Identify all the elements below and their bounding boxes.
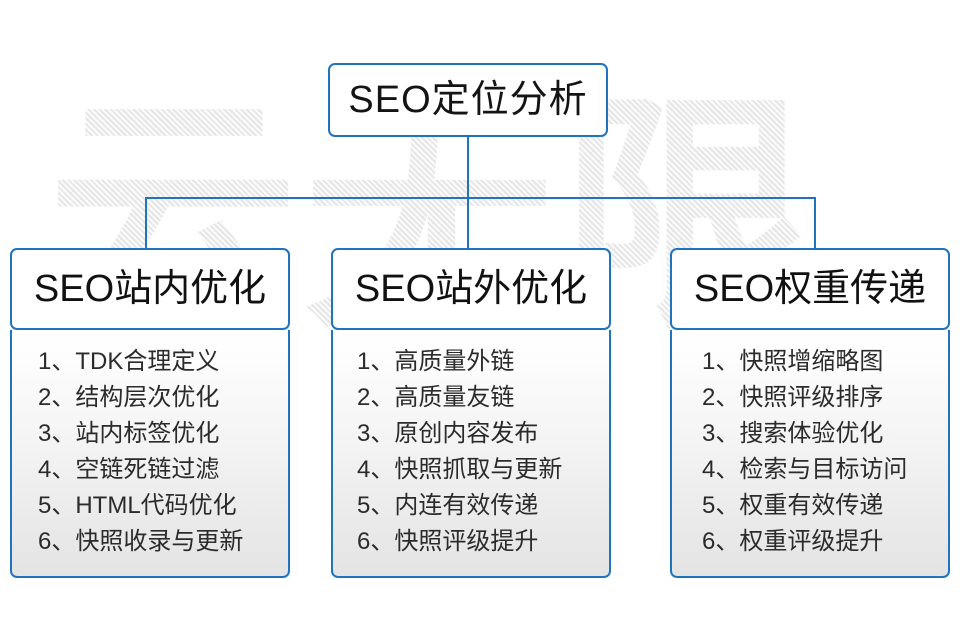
branch-column-1: SEO站内优化 1、TDK合理定义 2、结构层次优化 3、站内标签优化 4、空链…: [10, 248, 290, 578]
root-node[interactable]: SEO定位分析: [328, 63, 608, 137]
list-item: 4、快照抓取与更新: [357, 456, 563, 483]
branch-body-1: 1、TDK合理定义 2、结构层次优化 3、站内标签优化 4、空链死链过滤 5、H…: [10, 330, 290, 578]
list-item: 2、高质量友链: [357, 384, 515, 411]
list-item: 6、快照评级提升: [357, 528, 539, 555]
list-item: 2、快照评级排序: [702, 384, 884, 411]
list-item: 1、快照增缩略图: [702, 348, 884, 375]
list-item: 6、权重评级提升: [702, 528, 884, 555]
list-item: 3、站内标签优化: [38, 420, 220, 447]
list-item: 5、内连有效传递: [357, 492, 539, 519]
list-item: 1、高质量外链: [357, 348, 515, 375]
list-item: 5、HTML代码优化: [38, 492, 237, 519]
branch-header-label-3: SEO权重传递: [693, 268, 927, 310]
branch-header-label-2: SEO站外优化: [354, 268, 588, 310]
list-item: 3、原创内容发布: [357, 420, 539, 447]
list-item: 3、搜索体验优化: [702, 420, 884, 447]
branch-header-2[interactable]: SEO站外优化: [331, 248, 611, 330]
branch-header-3[interactable]: SEO权重传递: [670, 248, 950, 330]
branch-column-3: SEO权重传递 1、快照增缩略图 2、快照评级排序 3、搜索体验优化 4、检索与…: [670, 248, 950, 578]
list-item: 2、结构层次优化: [38, 384, 220, 411]
connector-horizontal-bus: [145, 197, 816, 199]
root-node-label: SEO定位分析: [348, 79, 588, 121]
list-item: 1、TDK合理定义: [38, 348, 220, 375]
list-item: 5、权重有效传递: [702, 492, 884, 519]
list-item: 4、空链死链过滤: [38, 456, 220, 483]
connector-branch-left: [145, 197, 147, 250]
connector-branch-right: [814, 197, 816, 250]
branch-column-2: SEO站外优化 1、高质量外链 2、高质量友链 3、原创内容发布 4、快照抓取与…: [331, 248, 611, 578]
connector-branch-middle: [467, 197, 469, 250]
connector-root-stem: [467, 137, 469, 199]
list-item: 6、快照收录与更新: [38, 528, 244, 555]
branch-header-label-1: SEO站内优化: [33, 268, 267, 310]
branch-header-1[interactable]: SEO站内优化: [10, 248, 290, 330]
branch-body-3: 1、快照增缩略图 2、快照评级排序 3、搜索体验优化 4、检索与目标访问 5、权…: [670, 330, 950, 578]
branch-body-2: 1、高质量外链 2、高质量友链 3、原创内容发布 4、快照抓取与更新 5、内连有…: [331, 330, 611, 578]
list-item: 4、检索与目标访问: [702, 456, 908, 483]
